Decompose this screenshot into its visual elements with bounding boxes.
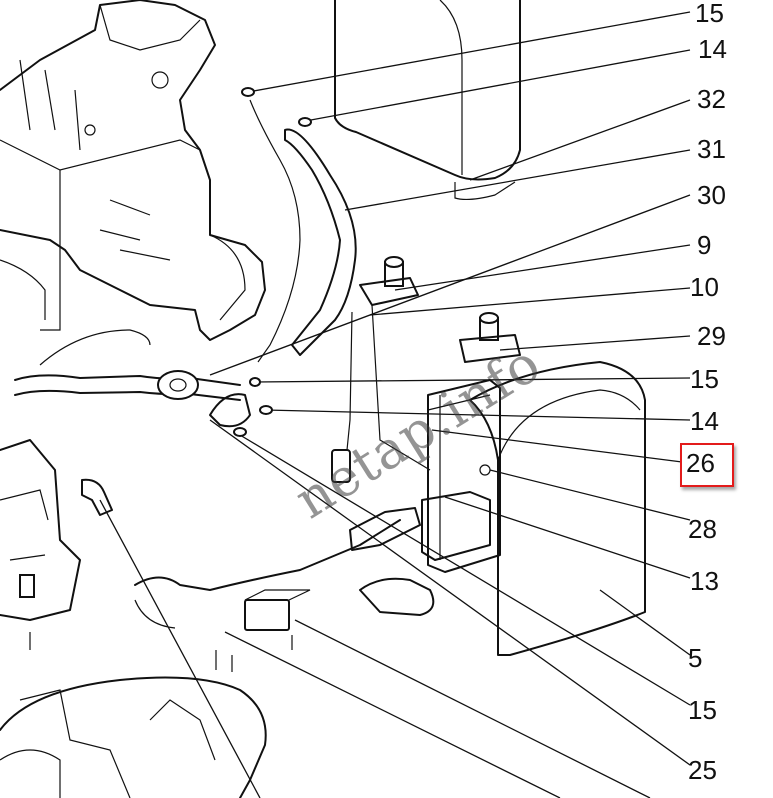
callout-29: 29 [697, 321, 726, 351]
cable-harness-part [29, 478, 435, 672]
callout-5: 5 [688, 643, 703, 673]
water-tank-part [334, 0, 521, 201]
base-plate-part [0, 676, 267, 798]
heater-base-part [0, 439, 81, 621]
callout-25: 25 [688, 755, 717, 785]
callout-32: 32 [697, 84, 726, 114]
steam-pipe-part [14, 329, 251, 428]
frame-left-part [0, 0, 266, 341]
callout-10: 10 [690, 272, 719, 302]
hose-part [249, 99, 357, 363]
callout-15-bottom: 15 [688, 695, 717, 725]
callout-15-top: 15 [695, 0, 724, 28]
callout-14-top: 14 [698, 34, 727, 64]
callout-9: 9 [697, 230, 712, 260]
callout-30: 30 [697, 180, 726, 210]
highlight-box [680, 443, 734, 487]
callout-26-highlighted: 26 [686, 448, 715, 478]
callout-14-middle: 14 [690, 406, 719, 436]
callout-15-middle: 15 [690, 364, 719, 394]
valve-part [331, 256, 431, 483]
callout-13: 13 [690, 566, 719, 596]
leader-lines [99, 11, 691, 798]
o-rings [233, 87, 312, 437]
front-cover-part [469, 361, 646, 656]
pump-assembly-part [421, 312, 521, 573]
callout-31: 31 [697, 134, 726, 164]
callout-28: 28 [688, 514, 717, 544]
